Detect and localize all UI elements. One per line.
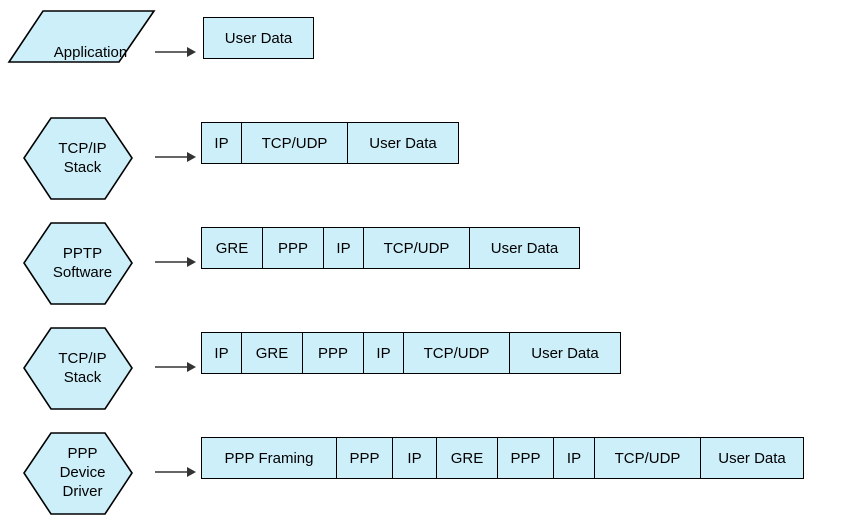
arrow-right-icon <box>150 357 200 377</box>
packet-field: PPP <box>303 333 364 373</box>
arrow-right-icon <box>150 252 200 272</box>
packet-field: TCP/UDP <box>595 438 701 478</box>
packet-field: TCP/UDP <box>404 333 510 373</box>
packet-field: User Data <box>510 333 620 373</box>
stage-parallelogram: Application <box>0 0 165 105</box>
packet-field: IP <box>324 228 364 268</box>
packet-field: User Data <box>348 123 458 163</box>
packet-field: PPP <box>263 228 324 268</box>
arrow-right-icon <box>150 462 200 482</box>
packet-field: User Data <box>701 438 803 478</box>
hexagon-shape <box>23 222 133 305</box>
packet-field: TCP/UDP <box>242 123 348 163</box>
hexagon-shape <box>23 432 133 515</box>
hexagon-shape <box>23 117 133 200</box>
packet-field: PPP Framing <box>202 438 337 478</box>
packet-strip: User Data <box>203 17 314 59</box>
hexagon-shape <box>23 327 133 410</box>
packet-field: IP <box>393 438 437 478</box>
packet-field: GRE <box>242 333 303 373</box>
encapsulation-row: Application User Data <box>0 0 844 105</box>
arrow-right-icon <box>150 147 200 167</box>
packet-field: IP <box>202 333 242 373</box>
packet-field: User Data <box>470 228 579 268</box>
packet-field: IP <box>554 438 595 478</box>
packet-field: PPP <box>337 438 393 478</box>
packet-field: User Data <box>204 18 313 58</box>
packet-field: IP <box>202 123 242 163</box>
packet-field: IP <box>364 333 404 373</box>
packet-field: GRE <box>437 438 498 478</box>
packet-field: TCP/UDP <box>364 228 470 268</box>
packet-field: GRE <box>202 228 263 268</box>
arrow-right-icon <box>150 42 200 62</box>
parallelogram-shape <box>7 10 156 63</box>
packet-field: PPP <box>498 438 554 478</box>
